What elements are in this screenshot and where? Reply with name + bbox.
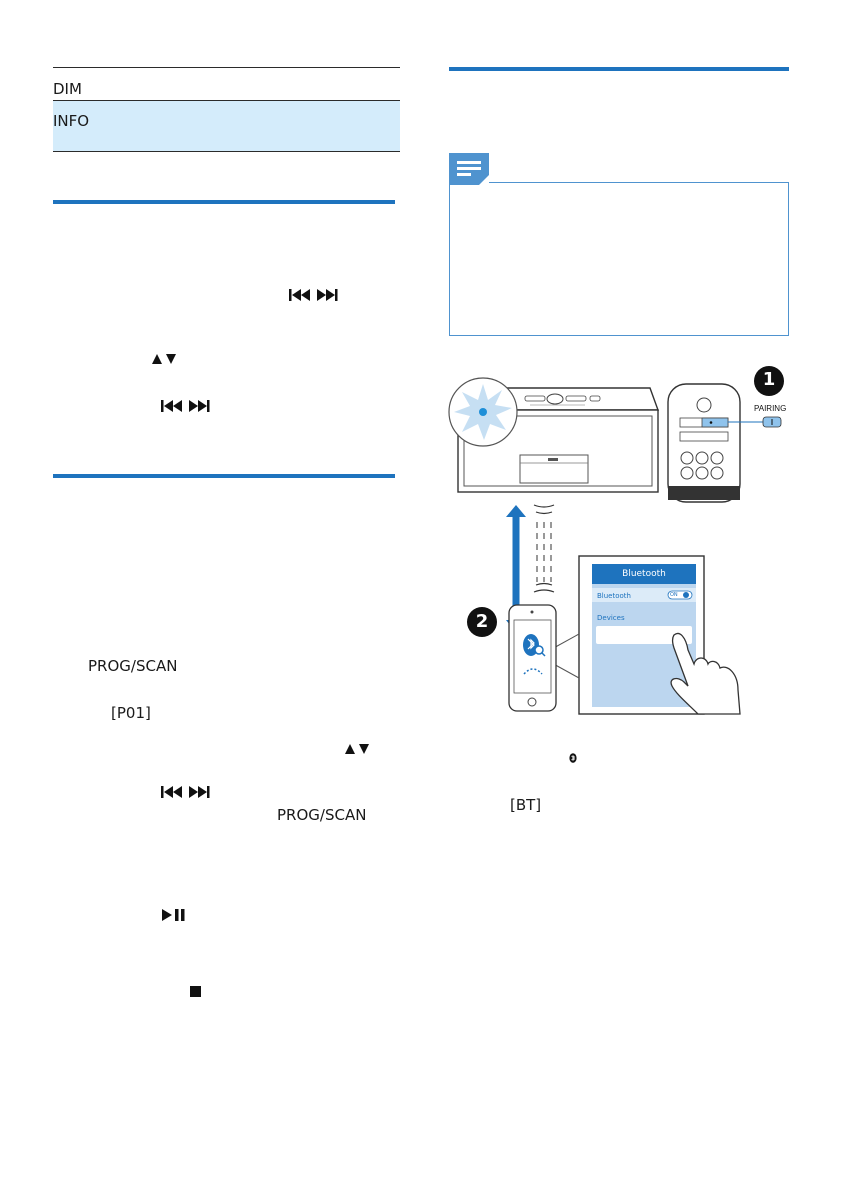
note-box <box>449 182 789 336</box>
step-1-number: 1 <box>762 369 776 390</box>
stop-icon <box>190 986 201 997</box>
prog-scan-label: PROG/SCAN <box>88 657 178 675</box>
phone-screen-title: Bluetooth <box>622 569 666 579</box>
section-rule-right <box>449 67 789 71</box>
table-row-dim-label: DIM <box>53 80 82 98</box>
pairing-label: PAIRING <box>754 404 787 413</box>
prev-next-icon <box>289 289 338 301</box>
p01-label: [P01] <box>111 704 151 722</box>
phone-bluetooth-row: Bluetooth <box>597 592 631 600</box>
phone-toggle: ON <box>670 592 678 598</box>
pairing-illustration <box>448 366 784 715</box>
note-icon <box>449 153 489 185</box>
table-row-info-bg <box>53 100 400 152</box>
step-2-number: 2 <box>475 611 489 632</box>
table-row-info-label: INFO <box>53 112 90 130</box>
prev-next-icon <box>161 400 210 412</box>
phone-devices-label: Devices <box>597 614 625 622</box>
up-down-icon <box>345 739 369 758</box>
up-down-icon <box>152 349 176 368</box>
distance-label: ≤ 10 m <box>481 557 494 601</box>
prog-scan-label-2: PROG/SCAN <box>277 806 367 824</box>
prev-next-icon <box>161 786 210 798</box>
section-rule-2 <box>53 474 395 478</box>
play-pause-icon <box>162 909 185 921</box>
section-rule-1 <box>53 200 395 204</box>
table-top-rule <box>53 67 400 68</box>
bt-label: [BT] <box>510 796 542 814</box>
bluetooth-icon <box>569 753 577 763</box>
